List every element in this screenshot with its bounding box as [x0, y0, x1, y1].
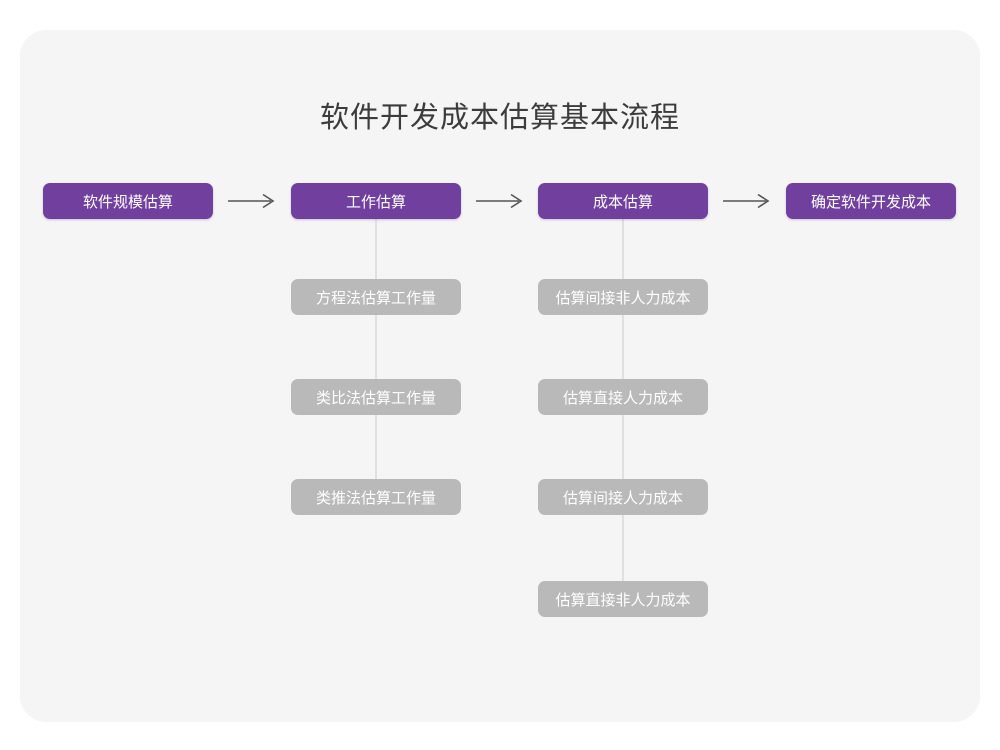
flow-node-label: 确定软件开发成本: [810, 193, 931, 211]
sub-node-2-4[interactable]: 估算直接非人力成本: [538, 581, 708, 617]
flow-node-stage-4[interactable]: 确定软件开发成本: [786, 183, 956, 219]
flow-node-label: 成本估算: [592, 193, 653, 211]
sub-node-2-2[interactable]: 估算直接人力成本: [538, 379, 708, 415]
flow-node-label: 工作估算: [345, 193, 406, 211]
page-title: 软件开发成本估算基本流程: [319, 102, 680, 134]
sub-node-1-1[interactable]: 方程法估算工作量: [291, 279, 461, 315]
sub-node-2-1[interactable]: 估算间接非人力成本: [538, 279, 708, 315]
sub-node-label: 类推法估算工作量: [315, 489, 436, 507]
arrow-right-icon: [723, 190, 771, 212]
arrow-right-icon: [228, 190, 276, 212]
sub-node-label: 方程法估算工作量: [315, 289, 436, 307]
flow-node-stage-3[interactable]: 成本估算: [538, 183, 708, 219]
sub-node-label: 估算间接人力成本: [562, 489, 683, 507]
diagram-card: [20, 30, 980, 722]
connector-line-column-1: [375, 219, 377, 479]
sub-node-1-3[interactable]: 类推法估算工作量: [291, 479, 461, 515]
sub-node-1-2[interactable]: 类比法估算工作量: [291, 379, 461, 415]
sub-node-2-3[interactable]: 估算间接人力成本: [538, 479, 708, 515]
flow-node-stage-1[interactable]: 软件规模估算: [43, 183, 213, 219]
sub-node-label: 估算间接非人力成本: [555, 289, 691, 307]
arrow-right-icon: [476, 190, 524, 212]
flow-node-label: 软件规模估算: [82, 193, 173, 211]
sub-node-label: 估算直接人力成本: [562, 389, 683, 407]
flow-node-stage-2[interactable]: 工作估算: [291, 183, 461, 219]
sub-node-label: 估算直接非人力成本: [555, 591, 691, 609]
sub-node-label: 类比法估算工作量: [315, 389, 436, 407]
